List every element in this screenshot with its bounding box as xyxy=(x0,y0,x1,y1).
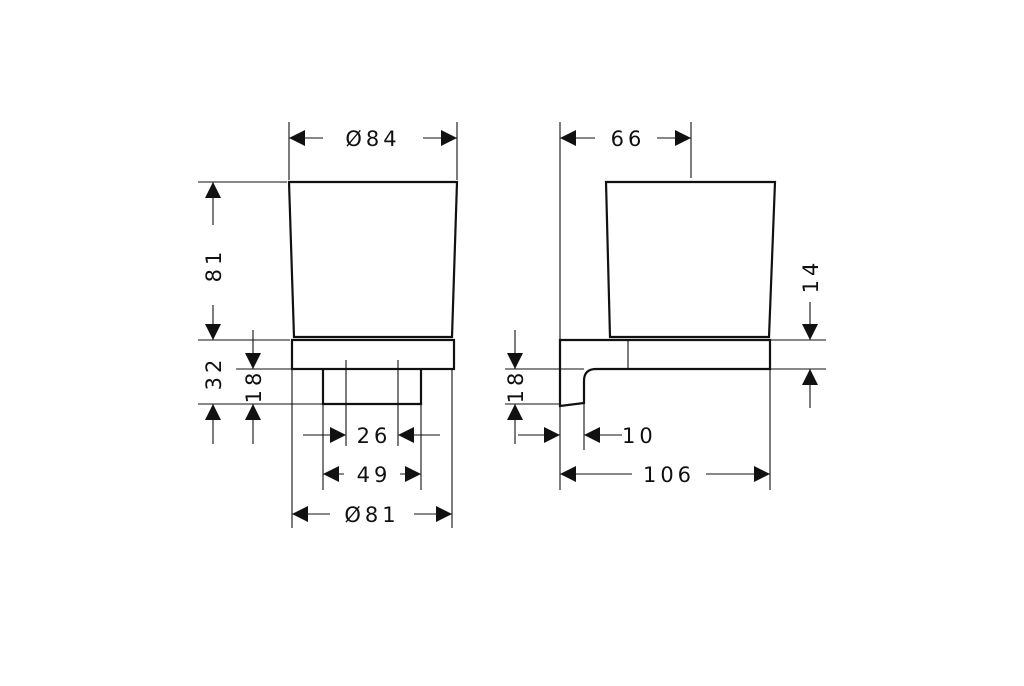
side-view xyxy=(558,180,777,408)
dim-label-side-rim: 14 xyxy=(799,259,823,294)
dim-label-front-mount-width: 49 xyxy=(357,463,392,487)
dim-front-mount: 32 18 xyxy=(198,330,323,444)
side-cup-outline xyxy=(604,180,777,339)
dim-label-side-total-depth: 106 xyxy=(643,463,695,487)
dim-label-front-bottom-diameter: Ø81 xyxy=(344,503,399,527)
front-holder-ring xyxy=(290,338,456,371)
dim-label-front-height: 81 xyxy=(202,248,226,283)
dim-side-wall-offset: 10 xyxy=(518,404,657,450)
front-view xyxy=(287,180,459,446)
front-cup-outline xyxy=(287,180,459,339)
dim-front-mount-width: 49 xyxy=(322,404,422,490)
dim-front-height: 81 xyxy=(198,181,290,341)
dim-label-front-mount-total: 32 xyxy=(202,356,226,391)
dim-side-total-depth: 106 xyxy=(559,369,771,490)
dim-front-top-diameter: Ø84 xyxy=(288,122,458,180)
dim-label-side-wall-offset: 10 xyxy=(622,424,657,448)
side-holder-bracket xyxy=(558,338,772,408)
dim-side-mount: 18 xyxy=(504,330,584,444)
dim-label-front-mount: 18 xyxy=(242,369,266,404)
dim-side-depth: 66 xyxy=(559,122,692,340)
dim-front-bottom-diameter: Ø81 xyxy=(291,369,453,528)
dim-label-front-top-diameter: Ø84 xyxy=(345,127,400,151)
dim-label-side-depth: 66 xyxy=(611,127,646,151)
front-wall-mount xyxy=(321,369,423,406)
dim-label-front-inner-width: 26 xyxy=(357,424,392,448)
dim-label-side-mount: 18 xyxy=(504,369,528,404)
dim-side-rim: 14 xyxy=(770,259,826,408)
dim-front-inner-width: 26 xyxy=(303,424,440,448)
